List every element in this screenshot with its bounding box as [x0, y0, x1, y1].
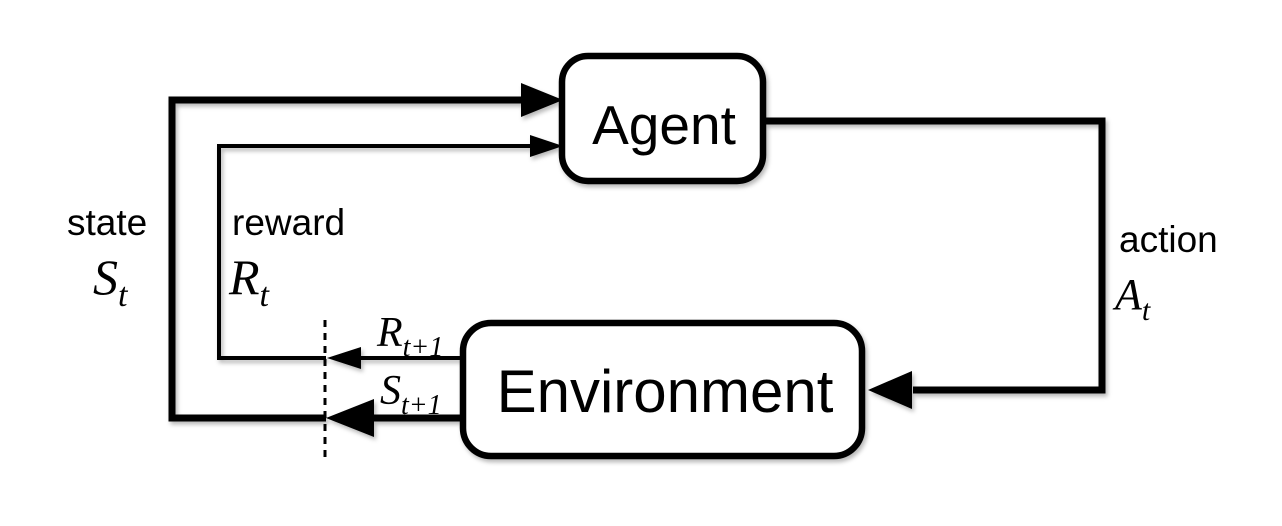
state-symbol-subscript: t	[118, 277, 129, 314]
next-state-symbol-main: S	[380, 368, 401, 414]
next-reward-symbol-subscript: t+1	[403, 332, 444, 363]
action-arrowhead-icon	[868, 371, 912, 409]
state-word-label: state	[67, 202, 147, 243]
environment-node-label: Environment	[497, 358, 834, 425]
agent-node-box	[558, 52, 767, 185]
next-state-symbol-label: St+1	[380, 368, 442, 421]
action-symbol-subscript: t	[1142, 294, 1151, 327]
diagram-shapes	[168, 52, 1106, 460]
action-word-label: action	[1119, 219, 1218, 260]
reward-arrowhead-icon	[530, 135, 563, 157]
state-arrowhead-icon	[521, 83, 563, 117]
reward-word-label: reward	[232, 202, 345, 243]
agent-node-label: Agent	[592, 94, 736, 156]
state-symbol-label: St	[93, 249, 129, 314]
next-reward-arrowhead-icon	[327, 347, 361, 369]
reward-edge-line	[217, 144, 531, 360]
state-symbol-main: S	[93, 249, 118, 305]
reward-symbol-subscript: t	[260, 277, 271, 314]
environment-node-box	[459, 319, 866, 460]
action-edge-line	[763, 117, 1106, 394]
state-edge-line	[168, 96, 523, 422]
next-state-arrowhead-icon	[326, 399, 374, 437]
action-symbol-label: At	[1112, 270, 1151, 327]
next-reward-symbol-main: R	[376, 310, 403, 356]
reward-symbol-main: R	[228, 249, 260, 305]
next-reward-symbol-label: Rt+1	[376, 310, 443, 363]
reward-symbol-label: Rt	[228, 249, 271, 314]
next-state-symbol-subscript: t+1	[401, 390, 442, 421]
action-symbol-main: A	[1112, 270, 1143, 319]
